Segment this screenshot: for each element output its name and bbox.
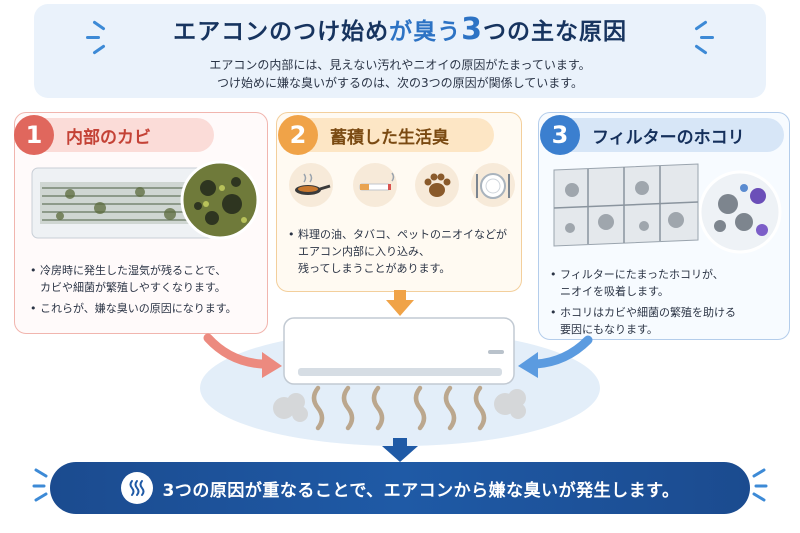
title-number: 3	[461, 12, 483, 47]
arrow-head-conclusion	[382, 446, 418, 462]
mold-ac-illustration	[31, 160, 260, 240]
bullet: 料理の油、タバコ、ペットのニオイなどがエアコン内部に入り込み、残ってしまうことが…	[288, 226, 518, 277]
air-conditioner	[283, 317, 515, 385]
paw-icon	[415, 163, 459, 207]
title-highlight: が臭う	[389, 19, 462, 45]
arrow-to-conclusion	[393, 438, 407, 446]
arrow-from-cause-3	[531, 335, 593, 369]
bullet-text: カビや細菌が繁殖しやすくなります。	[40, 281, 226, 294]
dusty-filter-illustration	[553, 163, 782, 254]
bullet-text: 料理の油、タバコ、ペットのニオイなどが	[298, 228, 507, 241]
cause-1-title: 内部のカビ	[66, 127, 151, 148]
decoration-dash	[86, 36, 100, 39]
bullet-text: 冷房時に発生した湿気が残ることで、	[40, 264, 227, 277]
bullet: 冷房時に発生した湿気が残ることで、カビや細菌が繁殖しやすくなります。	[30, 262, 260, 296]
arrow-from-cause-1	[203, 333, 267, 369]
cause-1-header: 1 内部のカビ	[14, 115, 214, 155]
cause-1-bullets: 冷房時に発生した湿気が残ることで、カビや細菌が繁殖しやすくなります。 これらが、…	[30, 262, 260, 317]
arrow-head-2	[386, 300, 414, 316]
conclusion-text: 3つの原因が重なることで、エアコンから嫌な臭いが発生します。	[162, 480, 680, 501]
cause-3-title: フィルターのホコリ	[592, 127, 745, 148]
bullet-text: 要因にもなります。	[560, 323, 658, 336]
bullet: これらが、嫌な臭いの原因になります。	[30, 300, 260, 317]
cause-3-badge: 3	[540, 115, 580, 155]
bullet-text: フィルターにたまったホコリが、	[560, 268, 724, 281]
bullet-text: 残ってしまうことがあります。	[298, 262, 451, 275]
title-part: エアコンのつけ始め	[173, 19, 390, 45]
frying-pan-icon	[289, 163, 333, 207]
page-title: エアコンのつけ始めが臭う3つの主な原因	[0, 12, 800, 47]
cigarette-icon	[353, 163, 397, 207]
arrow-head-3	[518, 352, 538, 378]
conclusion-banner: 3つの原因が重なることで、エアコンから嫌な臭いが発生します。	[50, 462, 750, 514]
arrow-from-cause-2	[394, 290, 406, 302]
plate-icon	[471, 163, 515, 207]
cause-2-bullets: 料理の油、タバコ、ペットのニオイなどがエアコン内部に入り込み、残ってしまうことが…	[288, 226, 518, 277]
cause-2-title: 蓄積した生活臭	[330, 127, 449, 148]
bullet-text: エアコン内部に入り込み、	[298, 245, 430, 258]
arrow-head-1	[262, 352, 282, 378]
bullet-text: ニオイを吸着します。	[560, 285, 669, 298]
bullet: フィルターにたまったホコリが、ニオイを吸着します。	[550, 266, 786, 300]
odor-waves	[311, 385, 487, 431]
cause-2-header: 2 蓄積した生活臭	[278, 115, 494, 155]
odor-clouds	[273, 389, 526, 422]
air-conditioner-indicator	[488, 350, 504, 354]
title-part: つの主な原因	[482, 19, 627, 45]
banner-decoration	[32, 468, 768, 502]
bullet-text: ホコリはカビや細菌の繁殖を助ける	[560, 306, 736, 319]
air-conditioner-vent	[298, 368, 502, 376]
bullet-text: これらが、嫌な臭いの原因になります。	[40, 302, 237, 315]
cause-3-header: 3 フィルターのホコリ	[540, 115, 784, 155]
decoration-dash	[700, 36, 714, 39]
subtitle-line-2: つけ始めに嫌な臭いがするのは、次の3つの原因が関係しています。	[216, 76, 584, 90]
header-panel	[34, 4, 766, 98]
cause-2-badge: 2	[278, 115, 318, 155]
odor-icon	[120, 472, 153, 504]
cause-3-bullets: フィルターにたまったホコリが、ニオイを吸着します。 ホコリはカビや細菌の繁殖を助…	[550, 266, 786, 338]
subtitle-line-1: エアコンの内部には、見えない汚れやニオイの原因がたまっています。	[209, 58, 591, 72]
cause-1-badge: 1	[14, 115, 54, 155]
